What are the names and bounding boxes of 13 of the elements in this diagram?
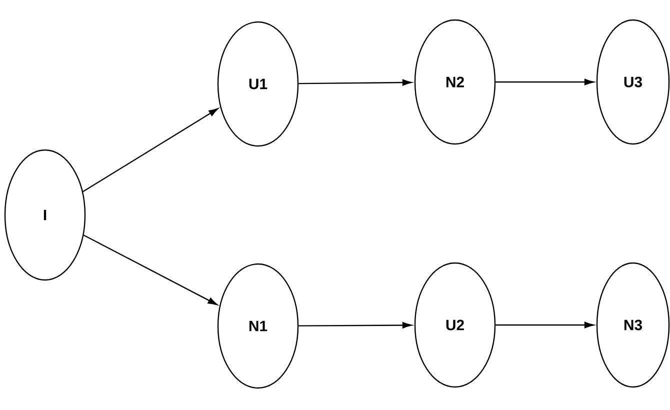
arrow xyxy=(496,322,594,328)
arrow xyxy=(83,234,218,306)
arrow xyxy=(496,78,594,86)
ellipse-node: U3 xyxy=(596,19,670,145)
arrow xyxy=(298,322,412,328)
ellipse-node: N2 xyxy=(414,19,496,145)
arrow xyxy=(298,79,412,86)
ellipse-node: U2 xyxy=(414,262,496,388)
ellipse-node: N3 xyxy=(596,262,670,388)
ellipse-node: I xyxy=(4,149,86,281)
ellipse-node: N1 xyxy=(217,263,299,389)
arrow xyxy=(82,108,218,192)
ellipse-node: U1 xyxy=(217,21,299,147)
